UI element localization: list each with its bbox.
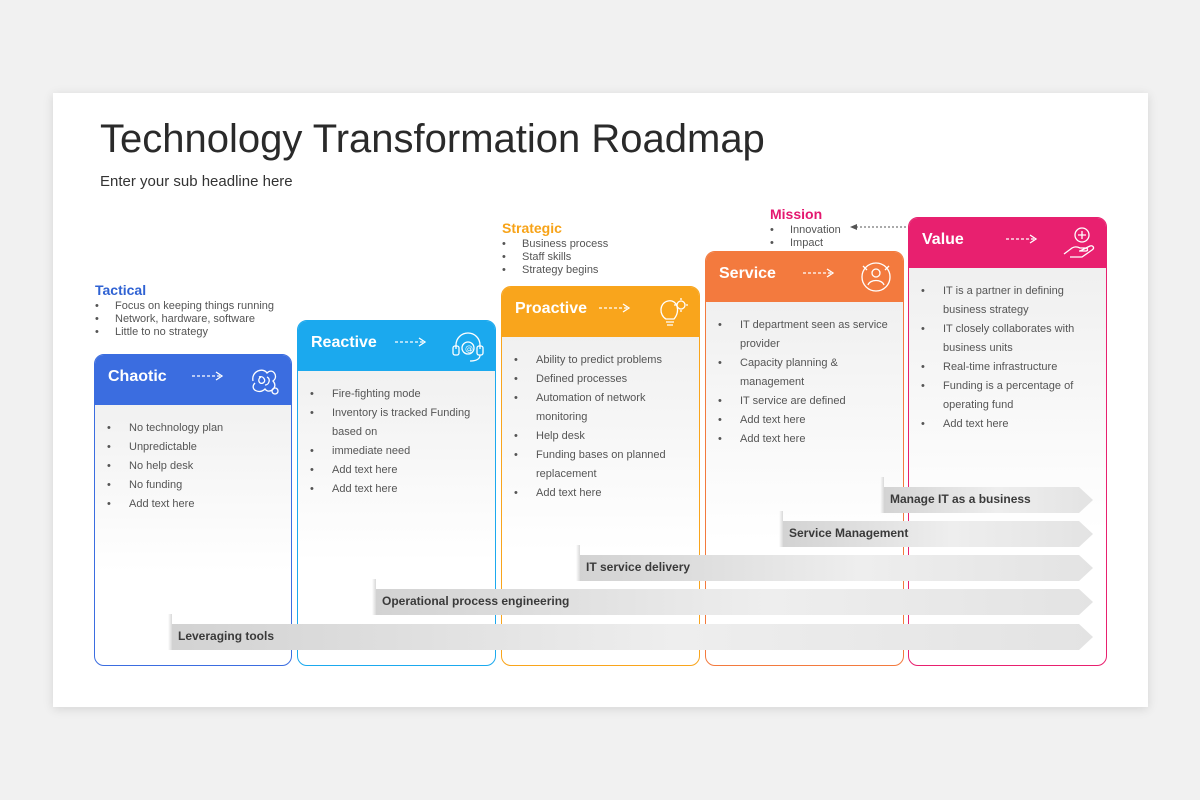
note-item: Focus on keeping things running [95,300,274,313]
stage-title: Proactive [515,300,588,317]
stage-header: Proactive [502,287,699,337]
stage-item: Real-time infrastructure [921,358,1096,377]
stage-item: Defined processes [514,370,689,389]
dashed-arrow-icon [1006,234,1038,244]
stage-title: Service [719,265,776,282]
band-fold [880,477,884,513]
dashed-arrow-icon [192,371,224,381]
band-bar [880,487,1093,513]
note-mission: Mission Innovation Impact [770,206,841,250]
stage-item: Add text here [718,411,893,430]
note-heading: Mission [770,206,823,222]
band-label: IT service delivery [586,560,691,574]
stage-item: IT closely collaborates with business un… [921,320,1096,358]
dashed-arrow-icon [599,303,631,313]
stage-item: Add text here [310,461,485,480]
note-item: Staff skills [502,251,608,264]
stage-item: Capacity planning & management [718,354,893,392]
stage-item: Automation of network monitoring [514,389,689,427]
band-operational-process: Operational process engineering [372,579,1093,615]
band-label: Leveraging tools [178,629,275,643]
band-bar [779,521,1093,547]
mission-pointer-arrow [850,224,908,230]
note-item: Little to no strategy [95,326,274,339]
note-item: Strategy begins [502,264,608,277]
stage-header: Reactive @ [298,321,495,371]
note-heading: Tactical [95,282,147,298]
stage-header: Chaotic [95,355,291,405]
stage-item: Add text here [718,430,893,449]
stage-title: Reactive [311,334,377,351]
stage-item: IT service are defined [718,392,893,411]
hand-value-icon [1063,227,1095,258]
stage-item: Inventory is tracked Funding based on [310,404,485,442]
dashed-arrow-icon [803,268,835,278]
note-item: Innovation [770,224,841,237]
note-strategic: Strategic Business process Staff skills … [502,220,608,277]
note-tactical: Tactical Focus on keeping things running… [95,282,274,339]
service-person-icon [861,262,891,292]
stage-item: Add text here [310,480,485,499]
stage-item: Funding bases on planned replacement [514,446,689,484]
note-item: Impact [770,237,841,250]
band-it-service-delivery: IT service delivery [576,545,1093,581]
band-label: Operational process engineering [382,594,570,608]
band-leveraging-tools: Leveraging tools [168,614,1093,650]
band-label: Manage IT as a business [890,492,1031,506]
stage-item: Add text here [514,484,689,503]
stage-item: IT department seen as service provider [718,316,893,354]
stage-item: No funding [107,476,281,495]
band-label: Service Management [789,526,909,540]
stage-item: No help desk [107,457,281,476]
stage-item: No technology plan [107,419,281,438]
note-item: Business process [502,238,608,251]
stage-item: Funding is a percentage of operating fun… [921,377,1096,415]
note-item: Network, hardware, software [95,313,274,326]
svg-text:@: @ [465,344,473,353]
stage-item: Ability to predict problems [514,351,689,370]
stage-item: Help desk [514,427,689,446]
stage-item: immediate need [310,442,485,461]
stage-item: Add text here [921,415,1096,434]
band-fold [168,614,172,650]
brain-tangle-icon [252,369,279,395]
page-subtitle: Enter your sub headline here [100,173,293,190]
stage-item: IT is a partner in defining business str… [921,282,1096,320]
stage-item: Add text here [107,495,281,514]
dashed-arrow-icon [395,337,427,347]
band-bar [168,624,1093,650]
note-heading: Strategic [502,220,562,236]
headset-support-icon: @ [452,332,484,362]
band-fold [576,545,580,581]
stage-card-chaotic: Chaotic No technology plan Unpredictable… [94,354,292,666]
stage-item: Unpredictable [107,438,281,457]
stage-title: Chaotic [108,368,167,385]
stage-header: Service [706,252,903,302]
stage-header: Value [909,218,1106,268]
band-bar [576,555,1093,581]
band-fold [372,579,376,615]
stage-item: Fire-fighting mode [310,385,485,404]
lightbulb-gear-icon [660,298,688,326]
page-title: Technology Transformation Roadmap [100,117,765,161]
band-service-management: Service Management [779,511,1093,547]
band-bar [372,589,1093,615]
stage-title: Value [922,231,964,248]
band-fold [779,511,783,547]
band-manage-it: Manage IT as a business [880,477,1093,513]
